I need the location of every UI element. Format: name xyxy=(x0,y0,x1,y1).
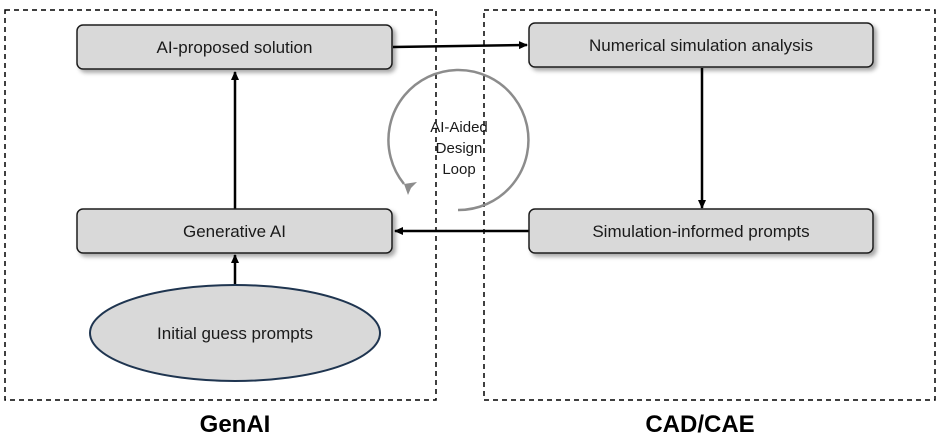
numerical-simulation-analysis-box: Numerical simulation analysis xyxy=(528,22,874,68)
ai-proposed-solution-box: AI-proposed solution xyxy=(76,24,393,70)
initial-guess-prompts-label: Initial guess prompts xyxy=(157,324,313,343)
cadcae-group-label: CAD/CAE xyxy=(645,411,754,438)
loop-label: AI-Aided Design Loop xyxy=(430,119,488,178)
loop-label-line2: Design xyxy=(436,140,483,157)
loop-circle-arrow xyxy=(387,68,530,212)
ai-proposed-solution-label: AI-proposed solution xyxy=(157,38,313,57)
genai-group-label: GenAI xyxy=(200,411,271,438)
genai-group-frame xyxy=(4,9,437,401)
simulation-informed-prompts-box: Simulation-informed prompts xyxy=(528,208,874,254)
arrow-solution-to-simulation xyxy=(392,41,528,50)
initial-guess-prompts-ellipse: Initial guess prompts xyxy=(89,284,381,382)
generative-ai-label: Generative AI xyxy=(183,222,286,241)
loop-label-line3: Loop xyxy=(442,161,475,178)
loop-arrowhead xyxy=(404,182,417,195)
simulation-informed-prompts-label: Simulation-informed prompts xyxy=(592,222,809,241)
numerical-simulation-analysis-label: Numerical simulation analysis xyxy=(589,36,813,55)
cadcae-group-frame xyxy=(483,9,936,401)
generative-ai-box: Generative AI xyxy=(76,208,393,254)
loop-label-line1: AI-Aided xyxy=(430,119,488,136)
